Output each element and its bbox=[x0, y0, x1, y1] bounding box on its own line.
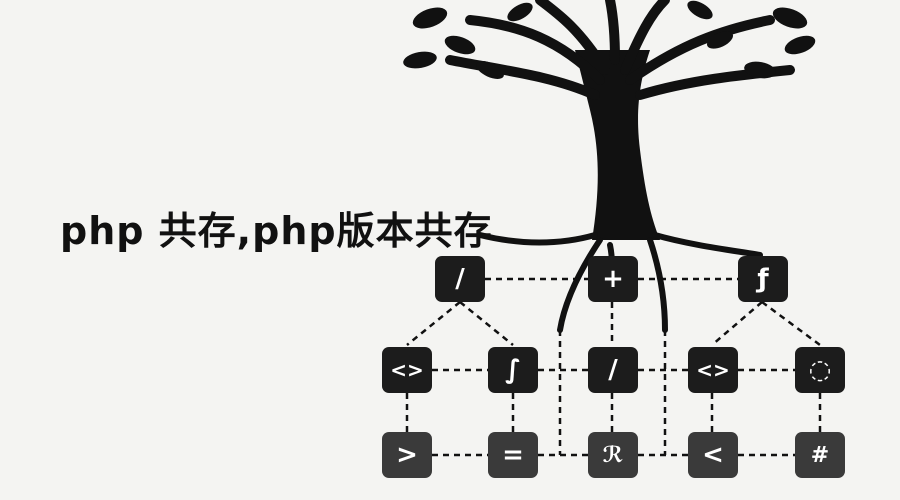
node-glyph: + bbox=[602, 264, 624, 294]
node-glyph: ℛ bbox=[602, 442, 624, 468]
headline-text: php 共存,php版本共存 bbox=[60, 209, 493, 253]
node-slash-top: / bbox=[435, 256, 485, 302]
node-glyph: # bbox=[810, 442, 830, 468]
node-sigma: ℛ bbox=[588, 432, 638, 478]
node-glyph: <> bbox=[390, 358, 424, 382]
node-glyph: <> bbox=[696, 358, 730, 382]
node-glyph: / bbox=[608, 355, 618, 385]
node-glyph: = bbox=[502, 440, 524, 470]
node-glyph: > bbox=[396, 440, 418, 470]
node-eq: = bbox=[488, 432, 538, 478]
node-connectors bbox=[405, 277, 822, 457]
node-glyph: ∫ bbox=[505, 355, 521, 385]
node-glyph: ƒ bbox=[757, 264, 769, 294]
node-slash-mid: / bbox=[588, 347, 638, 393]
node-code-left: <> bbox=[382, 347, 432, 393]
node-f: ƒ bbox=[738, 256, 788, 302]
tree-leaves bbox=[403, 0, 816, 79]
node-cycle: ◌ bbox=[795, 347, 845, 393]
node-code-mid: <> bbox=[688, 347, 738, 393]
node-lt: < bbox=[688, 432, 738, 478]
node-hash: # bbox=[795, 432, 845, 478]
node-glyph: < bbox=[702, 440, 724, 470]
node-gt: > bbox=[382, 432, 432, 478]
node-plus: + bbox=[588, 256, 638, 302]
tree-branches bbox=[445, 0, 795, 100]
tree-trunk bbox=[575, 50, 660, 240]
node-integral: ∫ bbox=[488, 347, 538, 393]
node-glyph: ◌ bbox=[808, 355, 832, 385]
node-glyph: / bbox=[455, 264, 465, 294]
tree-roots bbox=[477, 232, 763, 333]
